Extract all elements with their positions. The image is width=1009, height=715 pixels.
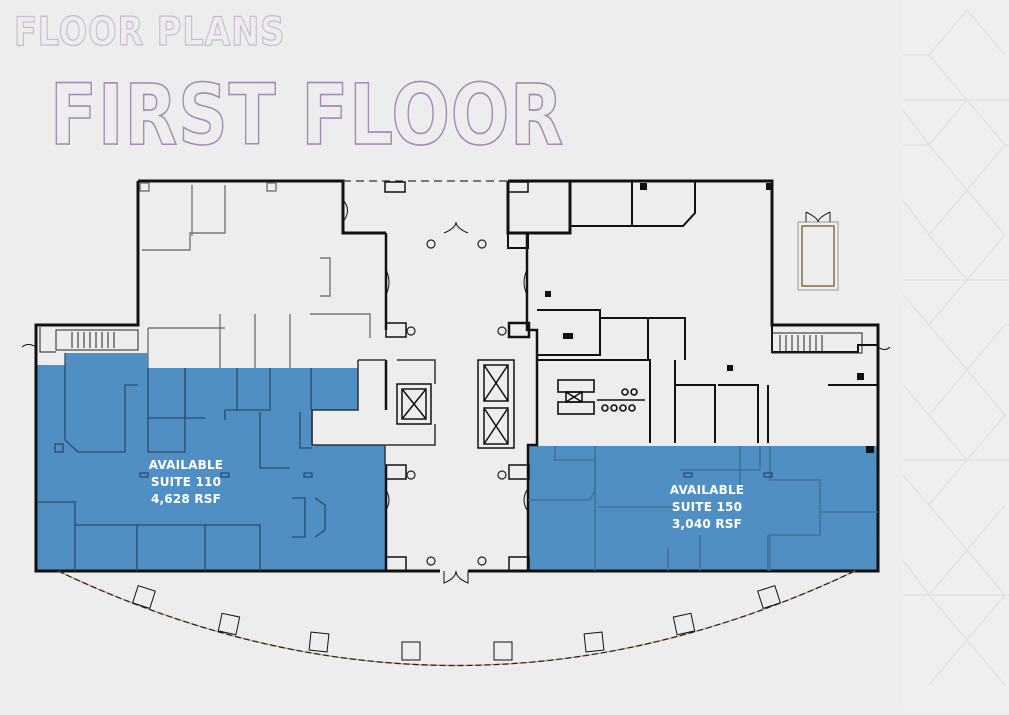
door-icon xyxy=(21,199,891,584)
planter-icon xyxy=(797,211,839,291)
outlet-markers xyxy=(139,472,773,478)
lobby-columns-icon xyxy=(406,239,507,566)
suite-110-area[interactable] xyxy=(36,353,385,571)
suite-110-label: AVAILABLE SUITE 110 4,628 RSF xyxy=(133,457,239,508)
hexagon-pattern-icon xyxy=(902,8,1009,686)
suite-110-name: SUITE 110 xyxy=(150,475,222,489)
east-wing-walls xyxy=(537,181,878,443)
section-title: FLOOR PLANS xyxy=(13,10,286,55)
suite-150-area[interactable] xyxy=(528,446,878,571)
suite-110-status: AVAILABLE xyxy=(148,458,224,472)
core-west-walls xyxy=(311,359,436,465)
hexagon-pattern-background xyxy=(902,0,1009,711)
suite-150-interior-walls xyxy=(528,446,878,571)
lobby-walls xyxy=(384,181,539,572)
restroom-icon xyxy=(557,379,645,415)
suite-150-label: AVAILABLE SUITE 150 3,040 RSF xyxy=(654,482,760,533)
suite-150-area: 3,040 RSF xyxy=(671,517,742,531)
upper-left-interior-walls xyxy=(139,182,371,368)
bench-icon xyxy=(132,585,781,661)
suite-110-interior-walls xyxy=(38,353,326,571)
suite-150-status: AVAILABLE xyxy=(669,483,745,497)
suite-110-area: 4,628 RSF xyxy=(150,492,221,506)
stairs-icon xyxy=(39,327,863,354)
suite-150-name: SUITE 150 xyxy=(671,500,743,514)
floor-title: FIRST FLOOR xyxy=(49,66,564,164)
curved-canopy xyxy=(57,570,856,667)
column-markers xyxy=(545,183,874,453)
elevator-icon xyxy=(396,359,515,449)
